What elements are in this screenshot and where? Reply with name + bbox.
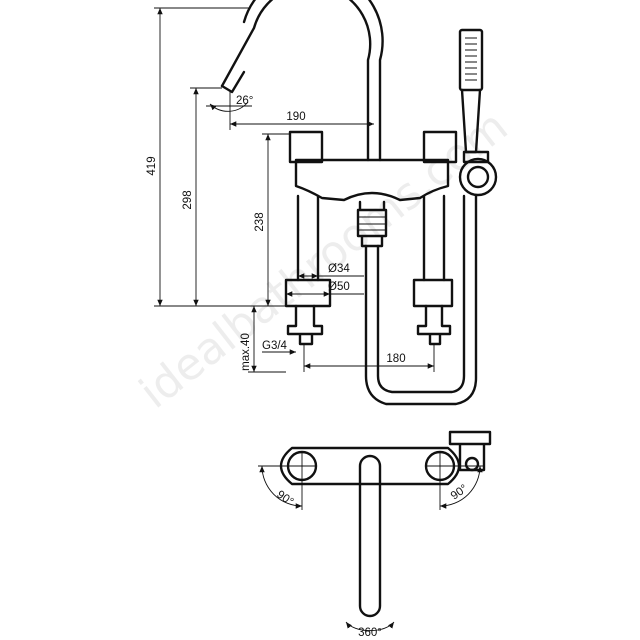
dim-spout-height: 298 xyxy=(182,190,194,209)
elevation-view xyxy=(220,0,498,406)
holder-ring xyxy=(458,157,498,197)
dim-thread: G3/4 xyxy=(262,340,288,352)
left-pillar xyxy=(296,194,320,282)
diverter-outlet xyxy=(356,200,388,248)
plan-hose-outlet xyxy=(464,456,480,472)
dim-max-deck: max.40 xyxy=(240,333,252,371)
spout-nozzle xyxy=(220,70,246,94)
right-handle-rotation-arc xyxy=(439,465,483,509)
dim-right-rotation: 90° xyxy=(449,483,470,503)
left-fixing xyxy=(286,304,324,346)
hand-shower-connector xyxy=(462,150,490,164)
right-fixing xyxy=(416,304,452,346)
dim-pillar-small: Ø34 xyxy=(328,263,350,275)
dim-spout-rotation: 360° xyxy=(358,627,382,639)
plan-spout xyxy=(358,454,382,618)
hand-shower-head xyxy=(458,28,484,92)
plan-view xyxy=(258,430,492,632)
dimension-lines xyxy=(154,7,435,373)
right-pillar xyxy=(422,194,446,282)
bridge-body xyxy=(294,158,450,202)
plan-shower-bracket xyxy=(448,430,492,472)
dim-centres: 180 xyxy=(386,353,405,365)
dim-left-rotation: 90° xyxy=(274,489,295,509)
dim-overall-height: 419 xyxy=(146,156,158,175)
left-handle-rotation-arc xyxy=(259,465,303,509)
spout-outer xyxy=(220,0,372,162)
holder-ring-inner xyxy=(466,165,490,189)
watermark-text: idealbathrooms.com xyxy=(130,101,517,419)
right-pillar-base xyxy=(412,278,454,308)
spout-rotation-arc xyxy=(345,621,395,632)
diverter-rings xyxy=(358,216,386,231)
spout-inner xyxy=(242,0,384,162)
dim-pillar-large: Ø50 xyxy=(328,281,350,293)
dim-spout-angle: 26° xyxy=(236,95,253,107)
left-handle xyxy=(288,130,324,164)
right-handle xyxy=(422,130,458,164)
shower-hose xyxy=(364,194,478,406)
dim-body-height: 238 xyxy=(254,212,266,231)
hand-shower-nozzles xyxy=(465,37,477,81)
dim-spout-reach: 190 xyxy=(286,111,305,123)
dimension-labels: 419 298 238 190 26° Ø34 Ø50 G3/4 max.40 … xyxy=(146,95,406,371)
